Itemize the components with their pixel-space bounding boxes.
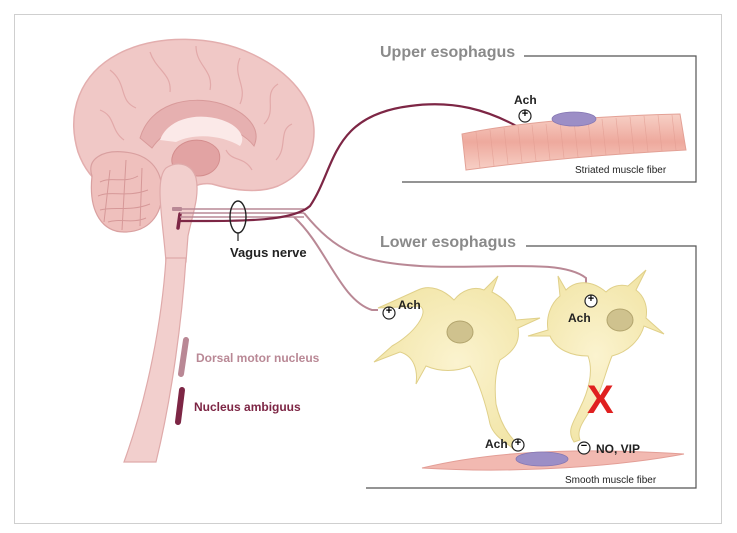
vagus-nerve-label: Vagus nerve: [230, 245, 307, 260]
left-enteric-neuron: [373, 275, 541, 451]
muscle-plus-sign: [511, 438, 525, 452]
left-neuron-ach-label: Ach: [398, 298, 421, 312]
smooth-fiber-label: Smooth muscle fiber: [565, 475, 657, 486]
right-enteric-neuron: [527, 269, 665, 443]
upper-panel-frame: [402, 55, 697, 183]
striated-muscle-fiber: [461, 111, 687, 171]
outer-frame: [14, 14, 722, 524]
right-neuron-ach-label: Ach: [568, 311, 591, 325]
lower-panel-frame: [366, 245, 697, 489]
muscle-plus-text: +: [514, 437, 522, 449]
upper-panel-title: Upper esophagus: [380, 44, 516, 61]
dorsal-motor-nucleus-mark: [172, 207, 182, 211]
lower-panel-title: Lower esophagus: [380, 234, 517, 251]
muscle-ach-label: Ach: [485, 437, 508, 451]
muscle-minus-text: −: [580, 440, 588, 452]
spinal-cord: [123, 257, 187, 463]
block-x-mark: X: [587, 378, 614, 422]
no-vip-label: NO, VIP: [596, 442, 641, 456]
cerebellum: [90, 151, 163, 233]
legend-bar-dorsal: [178, 337, 189, 377]
left-neuron-plus-sign: [382, 306, 396, 320]
brain: [73, 38, 315, 463]
upper-plus-sign: [518, 109, 532, 123]
upper-ach-label: Ach: [514, 93, 537, 107]
vagus-nerve: [179, 103, 587, 311]
smooth-muscle-fiber: [421, 450, 685, 471]
right-neuron-plus-sign: [584, 294, 598, 308]
muscle-minus-sign: [577, 441, 591, 455]
legend-dorsal-motor-nucleus: Dorsal motor nucleus: [196, 351, 320, 365]
striated-fiber-label: Striated muscle fiber: [575, 165, 667, 176]
cerebellum-folds: [97, 159, 151, 231]
right-neuron-plus-text: +: [587, 293, 595, 305]
legend-bar-ambiguus: [175, 387, 185, 425]
legend-nucleus-ambiguus: Nucleus ambiguus: [194, 400, 301, 414]
left-neuron-plus-text: +: [385, 305, 393, 317]
nucleus-ambiguus-mark: [176, 212, 182, 230]
upper-plus-text: +: [521, 108, 529, 120]
ventricle: [160, 116, 243, 146]
brain-folds: [99, 45, 293, 171]
